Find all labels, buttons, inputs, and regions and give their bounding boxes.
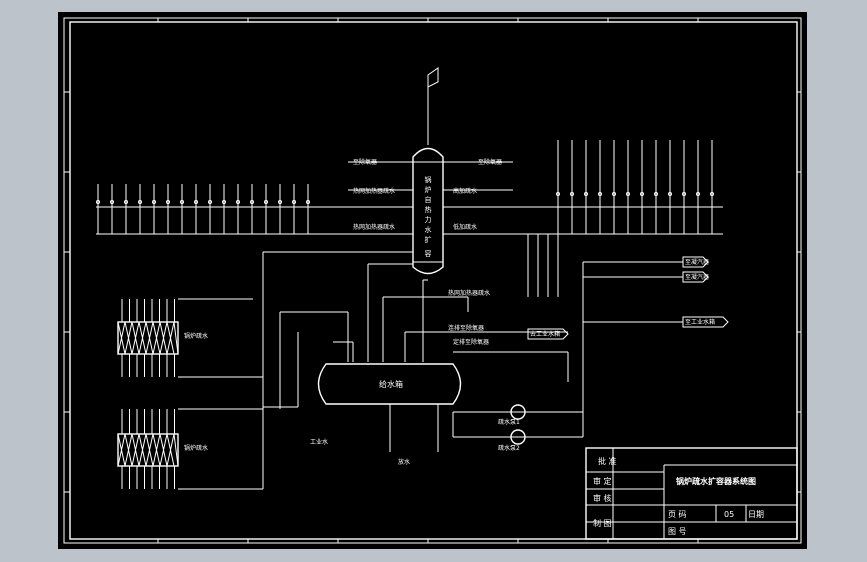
svg-text:至工业水箱: 至工业水箱: [685, 318, 715, 326]
branch-valve: [584, 192, 588, 196]
label-drain-1: 高加疏水: [453, 187, 477, 195]
heater-bank-stubs: [121, 299, 175, 489]
branch-valve: [668, 192, 672, 196]
heater-bank-upper: [117, 321, 179, 355]
tb-title: 锅炉疏水扩容器系统图: [675, 476, 756, 486]
branch-valve: [110, 200, 114, 204]
deaerator-char-0: 锅: [425, 175, 432, 184]
label-vent-2: 至除氧器: [478, 158, 502, 166]
branch-valve: [138, 200, 142, 204]
deaerator-char-5: 水: [425, 225, 432, 234]
label-vent-1: 至除氧器: [353, 158, 377, 166]
branch-valve: [292, 200, 296, 204]
branch-valve: [640, 192, 644, 196]
title-block: 批 准 审 定 审 核 制 图 锅炉疏水扩容器系统图 页 码 05 日期 图 号: [585, 447, 798, 540]
deaerator-char-2: 自: [425, 195, 432, 204]
label-steam-in-2: 热网加热器疏水: [353, 223, 395, 231]
branch-valve: [96, 200, 100, 204]
deaerator-char-1: 炉: [425, 185, 432, 194]
branch-valve: [306, 200, 310, 204]
pump-1-label: 疏水泵1: [498, 418, 520, 426]
branch-valve: [682, 192, 686, 196]
deaerator-char-7: 容: [425, 249, 432, 258]
outlet-arrow-1: 至凝汽器: [682, 256, 709, 268]
feedwater-tank: 给水箱: [317, 363, 462, 405]
branch-valve: [166, 200, 170, 204]
branch-valve: [124, 200, 128, 204]
outlet-arrow-2: 至凝汽器: [682, 271, 709, 283]
label-return-1: 连排至除氧器: [448, 324, 484, 332]
deaerator-char-6: 扩: [425, 235, 432, 244]
header-pipes: [96, 161, 723, 235]
label-top-pipe: 热网加热器疏水: [448, 289, 490, 297]
svg-text:至凝汽器: 至凝汽器: [685, 273, 709, 281]
branch-valve: [236, 200, 240, 204]
branch-valve: [654, 192, 658, 196]
tb-row-1: 批 准: [598, 456, 617, 466]
label-drain-2: 低加疏水: [453, 223, 477, 231]
tb-page-number: 05: [724, 510, 734, 519]
branch-valve: [626, 192, 630, 196]
right-outlet-piping: [389, 261, 683, 452]
right-drain-branches: [527, 140, 714, 297]
svg-text:去工业水箱: 去工业水箱: [530, 330, 560, 338]
label-sub-1: 锅炉疏水: [184, 332, 208, 340]
deaerator-char-4: 力: [425, 215, 432, 224]
branch-valve: [194, 200, 198, 204]
drawing-frame: [63, 17, 802, 544]
branch-valve: [612, 192, 616, 196]
label-return-2: 定排至除氧器: [453, 338, 489, 346]
drawing-sheet: 锅 炉 自 热 力 水 扩 容: [58, 12, 807, 549]
label-bottom-2: 放水: [398, 458, 410, 466]
tb-page-label: 页 码: [668, 510, 687, 519]
branch-valve: [250, 200, 254, 204]
pump-2: [510, 429, 526, 445]
tb-row-2: 审 定: [593, 476, 612, 486]
branch-valve: [264, 200, 268, 204]
tb-date-label: 日期: [748, 510, 764, 519]
drawing-canvas: 锅 炉 自 热 力 水 扩 容: [63, 17, 802, 544]
left-drain-branches: [96, 184, 310, 234]
pump-1: [510, 404, 526, 420]
outlet-arrow-3: 至工业水箱: [682, 316, 729, 328]
heater-bank-lower: [117, 433, 179, 467]
branch-valve: [152, 200, 156, 204]
label-steam-in: 热网加热器疏水: [353, 187, 395, 195]
branch-valve: [222, 200, 226, 204]
branch-valve: [208, 200, 212, 204]
deaerator-vessel: 锅 炉 自 热 力 水 扩 容: [412, 67, 444, 275]
svg-text:至凝汽器: 至凝汽器: [685, 258, 709, 266]
branch-valve: [570, 192, 574, 196]
label-bottom-1: 工业水: [310, 438, 328, 446]
tb-row-4: 制 图: [593, 518, 612, 528]
left-drain-routing: [178, 251, 568, 490]
tb-drawing-number-label: 图 号: [668, 527, 687, 536]
branch-valve: [278, 200, 282, 204]
branch-valve: [598, 192, 602, 196]
deaerator-char-3: 热: [425, 205, 432, 214]
label-sub-2: 锅炉疏水: [184, 444, 208, 452]
branch-valve: [556, 192, 560, 196]
branch-valve: [180, 200, 184, 204]
tank-label: 给水箱: [379, 379, 403, 389]
outlet-arrow-4: 去工业水箱: [527, 328, 569, 340]
tb-row-3: 审 核: [593, 493, 612, 503]
pump-2-label: 疏水泵2: [498, 444, 520, 452]
branch-valve: [696, 192, 700, 196]
branch-valve: [710, 192, 714, 196]
